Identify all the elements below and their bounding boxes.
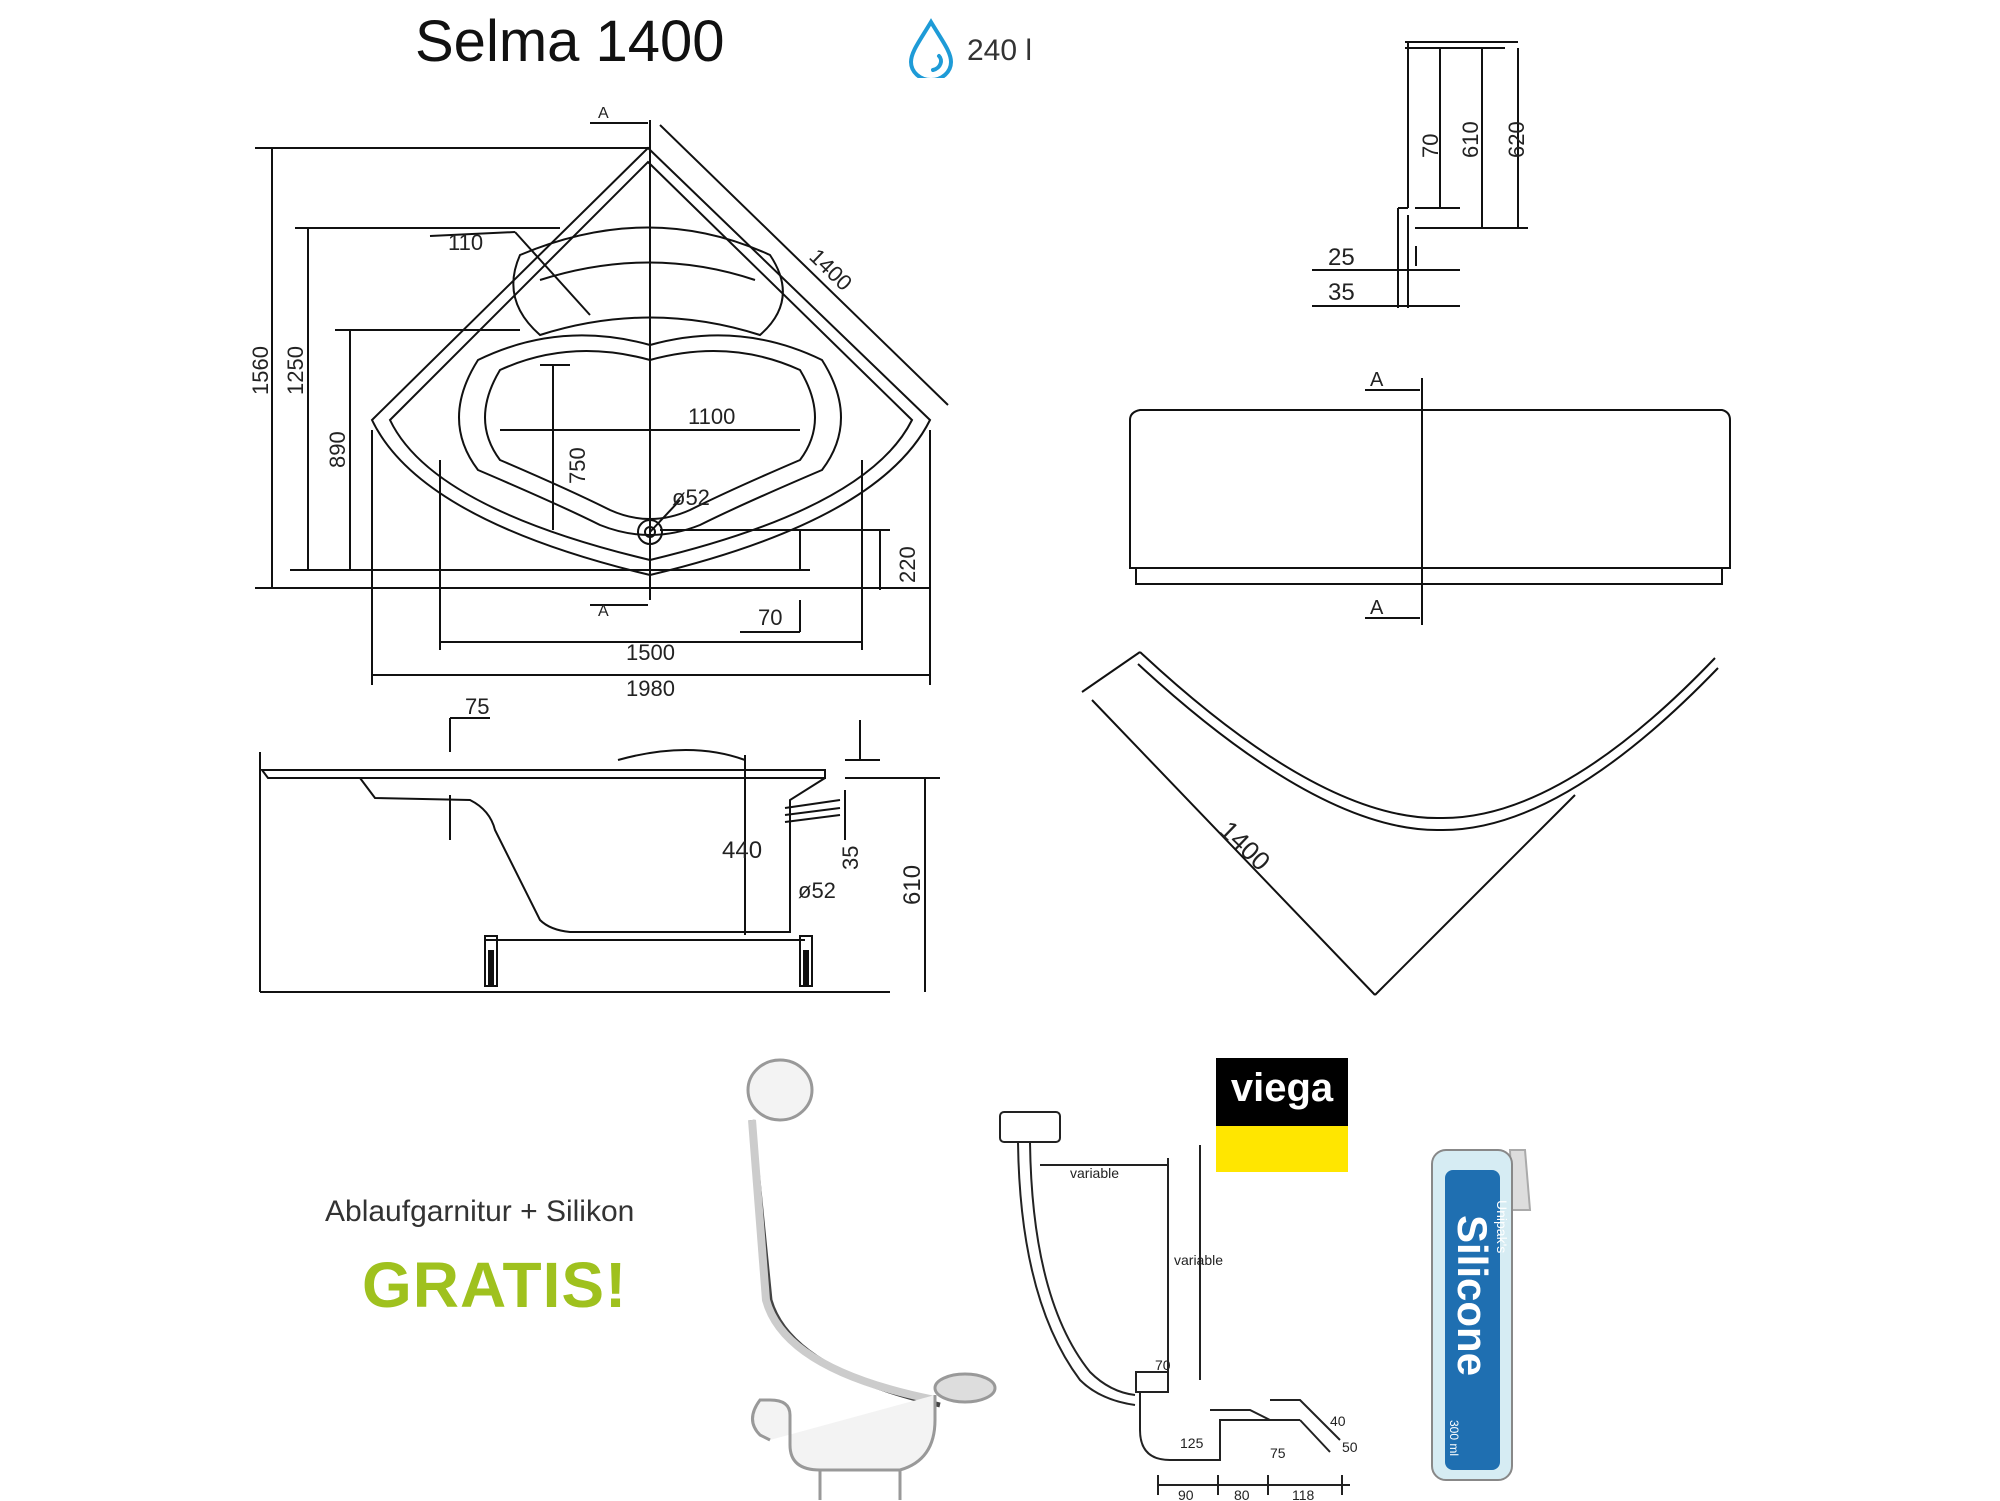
silicone-brand-sub: Unipak's	[1494, 1200, 1510, 1253]
volume-label: 240 l	[967, 34, 1033, 67]
silicone-label: Silicone	[1449, 1215, 1496, 1376]
drain-label-70: 70	[1155, 1357, 1171, 1373]
support-foot	[803, 950, 809, 985]
dim-edge-70: 70	[1418, 134, 1443, 158]
dim-1980: 1980	[626, 676, 675, 701]
dim-750: 750	[565, 447, 590, 484]
water-drop-icon	[908, 18, 954, 78]
dim-edge-25: 25	[1328, 244, 1355, 271]
drain-label-50: 50	[1342, 1439, 1358, 1455]
dim-35: 35	[838, 846, 863, 870]
viega-logo-text: viega	[1230, 1066, 1334, 1110]
section-mark-a-panel-top: A	[1370, 369, 1384, 391]
dim-110: 110	[448, 230, 483, 255]
dim-edge-35: 35	[1328, 279, 1355, 306]
drain-label-90: 90	[1178, 1487, 1194, 1501]
drain-label-125: 125	[1180, 1435, 1204, 1451]
dim-drain-52: ø52	[672, 485, 710, 510]
dim-70: 70	[758, 605, 782, 630]
promo-gratis: GRATIS!	[362, 1249, 628, 1321]
dim-1500: 1500	[626, 640, 675, 665]
dim-edge-610: 610	[1458, 121, 1483, 158]
drain-label-75: 75	[1270, 1445, 1286, 1461]
section-mark-a-top: A	[598, 105, 609, 122]
promo-text: Ablaufgarnitur + Silikon	[325, 1195, 635, 1228]
dim-220: 220	[895, 546, 920, 583]
drain-label-variable-h: variable	[1070, 1165, 1119, 1181]
section-mark-a-bottom: A	[598, 603, 609, 620]
dim-75: 75	[465, 694, 489, 719]
viega-logo-stripe	[1216, 1126, 1348, 1172]
silicone-volume: 300 ml	[1447, 1420, 1461, 1456]
section-mark-a-panel-bottom: A	[1370, 597, 1384, 619]
support-foot	[488, 950, 494, 985]
drain-label-40: 40	[1330, 1413, 1346, 1429]
dim-440: 440	[722, 837, 762, 864]
drain-label-80: 80	[1234, 1487, 1250, 1501]
dim-890: 890	[325, 431, 350, 468]
dim-drain-52-side: ø52	[798, 878, 836, 903]
product-title: Selma 1400	[415, 9, 725, 74]
drain-label-118: 118	[1292, 1487, 1315, 1501]
dim-1560: 1560	[248, 346, 273, 395]
dim-1250: 1250	[283, 346, 308, 395]
dim-1100: 1100	[688, 404, 735, 429]
dim-610: 610	[899, 865, 926, 905]
drain-label-variable-v: variable	[1174, 1252, 1223, 1268]
dim-edge-620: 620	[1504, 121, 1529, 158]
